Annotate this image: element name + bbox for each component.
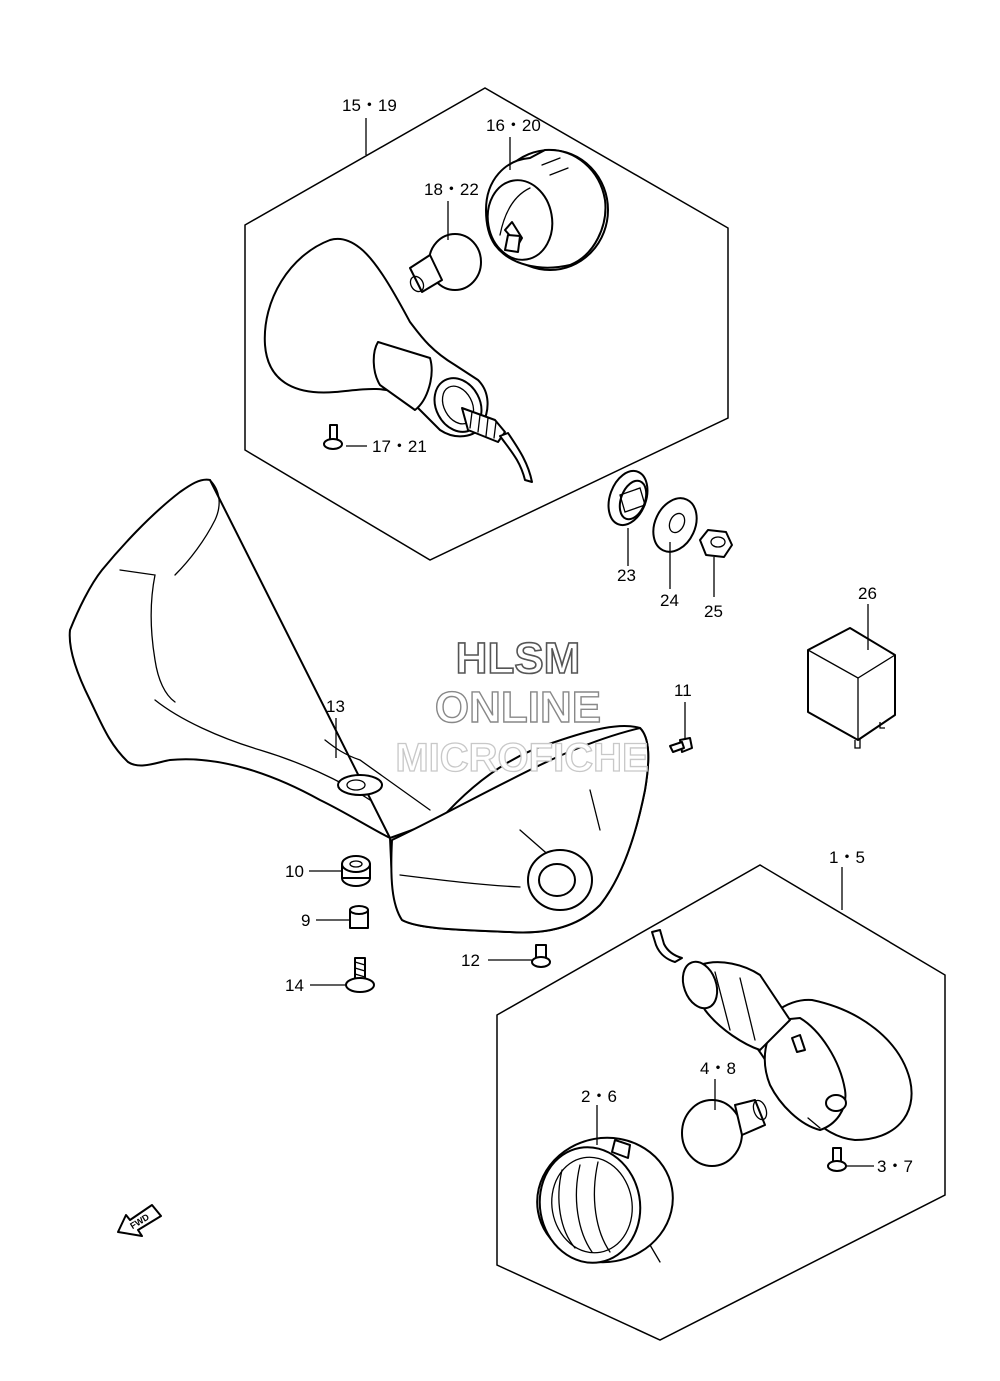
front-turn-signal-group bbox=[244, 87, 729, 561]
callout-12: 12 bbox=[461, 951, 480, 970]
watermark-line-3: MICROFICHE bbox=[395, 736, 648, 780]
callout-25: 25 bbox=[704, 602, 723, 621]
turn-signal-housing-top bbox=[263, 237, 533, 483]
callout-1-5: 1・5 bbox=[829, 848, 865, 867]
callout-11: 11 bbox=[674, 681, 692, 700]
turn-signal-bracket bbox=[68, 478, 650, 934]
fwd-arrow-icon: FWD bbox=[117, 1204, 162, 1237]
screw-12 bbox=[531, 944, 551, 968]
callout-9: 9 bbox=[301, 911, 310, 930]
callout-14: 14 bbox=[285, 976, 304, 995]
watermark: HLSM ONLINE MICROFICHE bbox=[395, 633, 650, 780]
bolt-14 bbox=[345, 957, 375, 993]
screw-11 bbox=[669, 737, 693, 753]
lens-top bbox=[485, 148, 609, 271]
watermark-line-1: HLSM bbox=[456, 634, 581, 683]
bulb-top bbox=[409, 233, 482, 293]
callout-15-19: 15・19 bbox=[342, 96, 397, 115]
callout-24: 24 bbox=[660, 591, 679, 610]
screw-bottom bbox=[827, 1147, 847, 1172]
callout-18-22: 18・22 bbox=[424, 180, 479, 199]
callout-16-20: 16・20 bbox=[486, 116, 541, 135]
mounting-hardware bbox=[607, 469, 733, 558]
group-frame-top bbox=[244, 87, 729, 561]
turn-signal-relay bbox=[807, 627, 896, 749]
callout-13: 13 bbox=[326, 697, 345, 716]
callout-17-21: 17・21 bbox=[372, 437, 427, 456]
group-frame-bottom bbox=[496, 864, 946, 1341]
watermark-line-2: ONLINE bbox=[435, 683, 601, 732]
callout-26: 26 bbox=[858, 584, 877, 603]
collar-9 bbox=[349, 905, 369, 929]
callout-23: 23 bbox=[617, 566, 636, 585]
callout-3-7: 3・7 bbox=[877, 1157, 913, 1176]
leader-lines bbox=[309, 118, 874, 1167]
callout-labels: 15・19 16・20 18・22 17・21 23 24 25 26 13 1… bbox=[285, 96, 913, 1176]
grommet-10 bbox=[341, 855, 371, 887]
turn-signal-housing-bottom bbox=[651, 929, 913, 1141]
screw-top bbox=[323, 424, 343, 450]
rear-turn-signal-group bbox=[496, 864, 946, 1341]
bulb-bottom bbox=[681, 1099, 768, 1167]
lens-bottom bbox=[536, 1136, 674, 1264]
callout-2-6: 2・6 bbox=[581, 1087, 617, 1106]
callout-4-8: 4・8 bbox=[700, 1059, 736, 1078]
callout-10: 10 bbox=[285, 862, 304, 881]
